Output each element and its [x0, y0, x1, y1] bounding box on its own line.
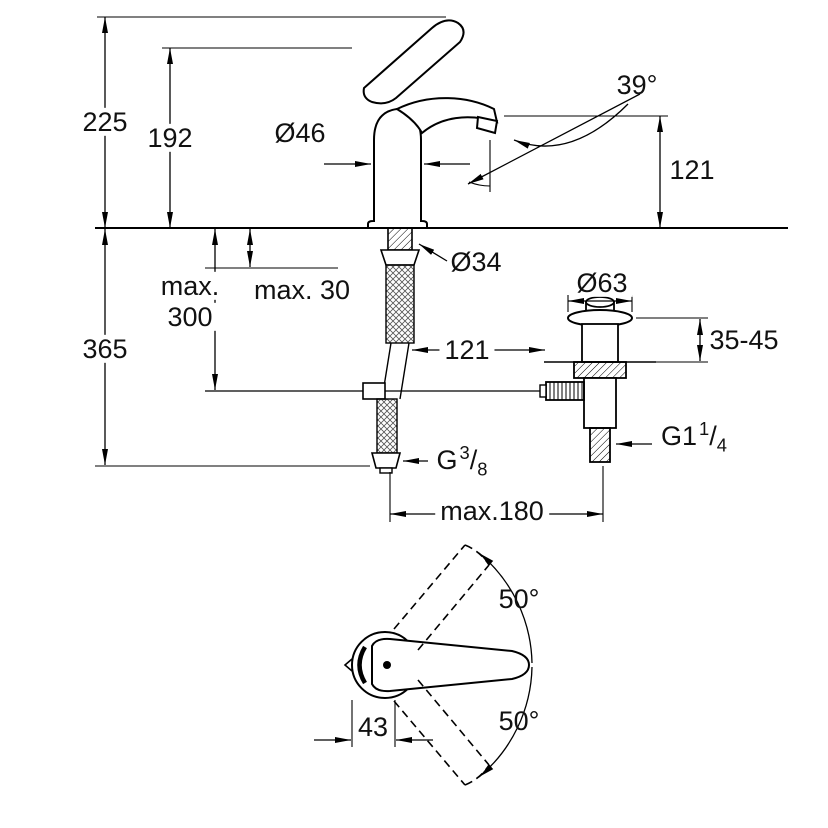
spray-angle-stream-line [467, 93, 641, 185]
handle-front-notch [343, 658, 353, 672]
supply-thread-numerator: 3 [459, 442, 470, 464]
faucet-side-view [362, 19, 499, 229]
handle-top-view [343, 544, 531, 786]
mounting-nut [379, 249, 421, 266]
handle-swing-down-outline [393, 679, 490, 786]
handle-offset-label: 43 [352, 712, 394, 741]
spout-to-drain-label: 121 [439, 335, 495, 364]
supply-thread-slash: / [469, 445, 478, 476]
deck-thickness-label: max. 30 [253, 274, 351, 305]
drain-thread-prefix: G1 [661, 421, 698, 452]
handle-axis-dot [383, 661, 391, 669]
faucet-spout [394, 97, 499, 135]
below-deck-height-label: 365 [77, 334, 133, 363]
drain-thread-numerator: 1 [699, 418, 710, 440]
overall-height-label: 225 [77, 107, 133, 136]
linkage-fitting [362, 382, 386, 400]
supply-hose-lower [376, 398, 398, 454]
drain-locknut [573, 361, 627, 379]
hole-diameter-label: Ø34 [450, 246, 502, 277]
swing-down-angle-label: 50° [498, 705, 540, 736]
drain-flange-diameter-label: Ø63 [571, 268, 633, 297]
drain-side-knob-cap [539, 384, 547, 398]
dia34-leader [418, 243, 448, 262]
spray-angle-leader [513, 103, 629, 149]
swing-up-angle-label: 50° [498, 583, 540, 614]
lever-height-label: 192 [142, 123, 198, 152]
hose-length-label-value: 300 [162, 302, 218, 331]
drain-upper-body [581, 323, 619, 363]
hose-length-label-max: max. [155, 271, 225, 300]
faucet-lever [362, 19, 465, 105]
drain-clamp-range-label: 35-45 [709, 324, 779, 355]
supply-connection-end [379, 467, 393, 474]
drain-thread-denominator: 4 [716, 434, 727, 456]
supply-thread-denominator: 8 [477, 458, 488, 480]
drain-side-knob [545, 381, 585, 401]
drain-thread-slash: / [709, 421, 717, 452]
drain-plug-top [585, 296, 615, 308]
swing-up-arc [478, 552, 533, 664]
spout-height-label: 121 [669, 154, 715, 185]
swing-down-arc [478, 666, 533, 778]
mounting-shank [387, 227, 413, 251]
handle-crescent [357, 645, 367, 685]
supply-connections [205, 227, 545, 474]
handle-lever-plan [371, 637, 531, 693]
drain-tailpiece [589, 427, 611, 463]
extension-lines [95, 16, 708, 747]
drain-assembly [539, 296, 656, 463]
reach-max-label: max.180 [435, 496, 549, 525]
supply-connection-nut [370, 452, 402, 469]
handle-swing-up-outline [393, 544, 490, 651]
supply-hose-upper [385, 264, 415, 344]
faucet-aerator [475, 115, 499, 135]
spray-angle-label: 39° [616, 69, 658, 100]
drain-body [583, 377, 617, 429]
body-diameter-label: Ø46 [269, 118, 331, 147]
supply-thread-prefix: G [436, 445, 458, 476]
